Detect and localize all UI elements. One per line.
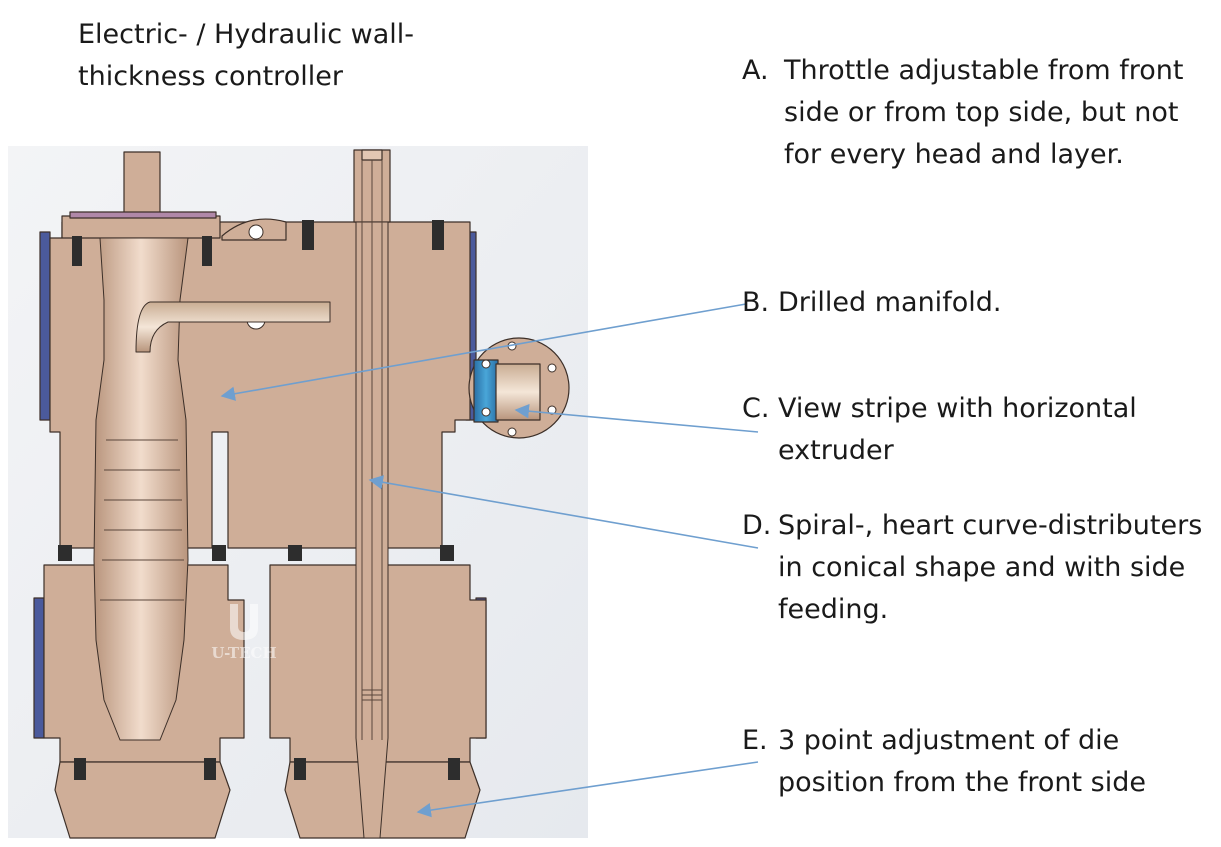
callout-e-letter: E.: [742, 725, 768, 756]
mandrel-shaft-top: [361, 149, 383, 161]
leader-c: [514, 404, 759, 433]
top-flange-rim: [69, 211, 217, 219]
leader-b: [220, 303, 747, 401]
side-plate-left-lower: [33, 597, 45, 739]
callout-e-text: 3 point adjustment of die position from …: [778, 725, 1146, 798]
top-flange: [61, 215, 221, 239]
watermark: U-TECH: [211, 604, 277, 662]
diagram-title: Electric- / Hydraulic wall-thickness con…: [78, 19, 415, 92]
callout-b-letter: B.: [742, 287, 770, 318]
leader-d: [368, 475, 759, 549]
callout-d-letter: D.: [742, 510, 772, 541]
leader-e: [416, 761, 759, 818]
callout-d-text: Spiral-, heart curve-distributers in con…: [778, 510, 1203, 625]
inlet-tube-top: [123, 151, 161, 217]
side-plate-left-upper: [39, 231, 51, 421]
callout-a-letter: A.: [742, 55, 769, 86]
manifold-bore: [135, 301, 331, 353]
melt-channel-left: [93, 237, 189, 741]
die-left: [54, 761, 231, 839]
watermark-text: U-TECH: [211, 644, 276, 662]
callout-c-letter: C.: [742, 393, 770, 424]
callout-b-text: Drilled manifold.: [778, 287, 1002, 318]
callout-c-text: View stripe with horizontal extruder: [778, 393, 1137, 466]
callout-a-text: Throttle adjustable from front side or f…: [784, 55, 1184, 170]
